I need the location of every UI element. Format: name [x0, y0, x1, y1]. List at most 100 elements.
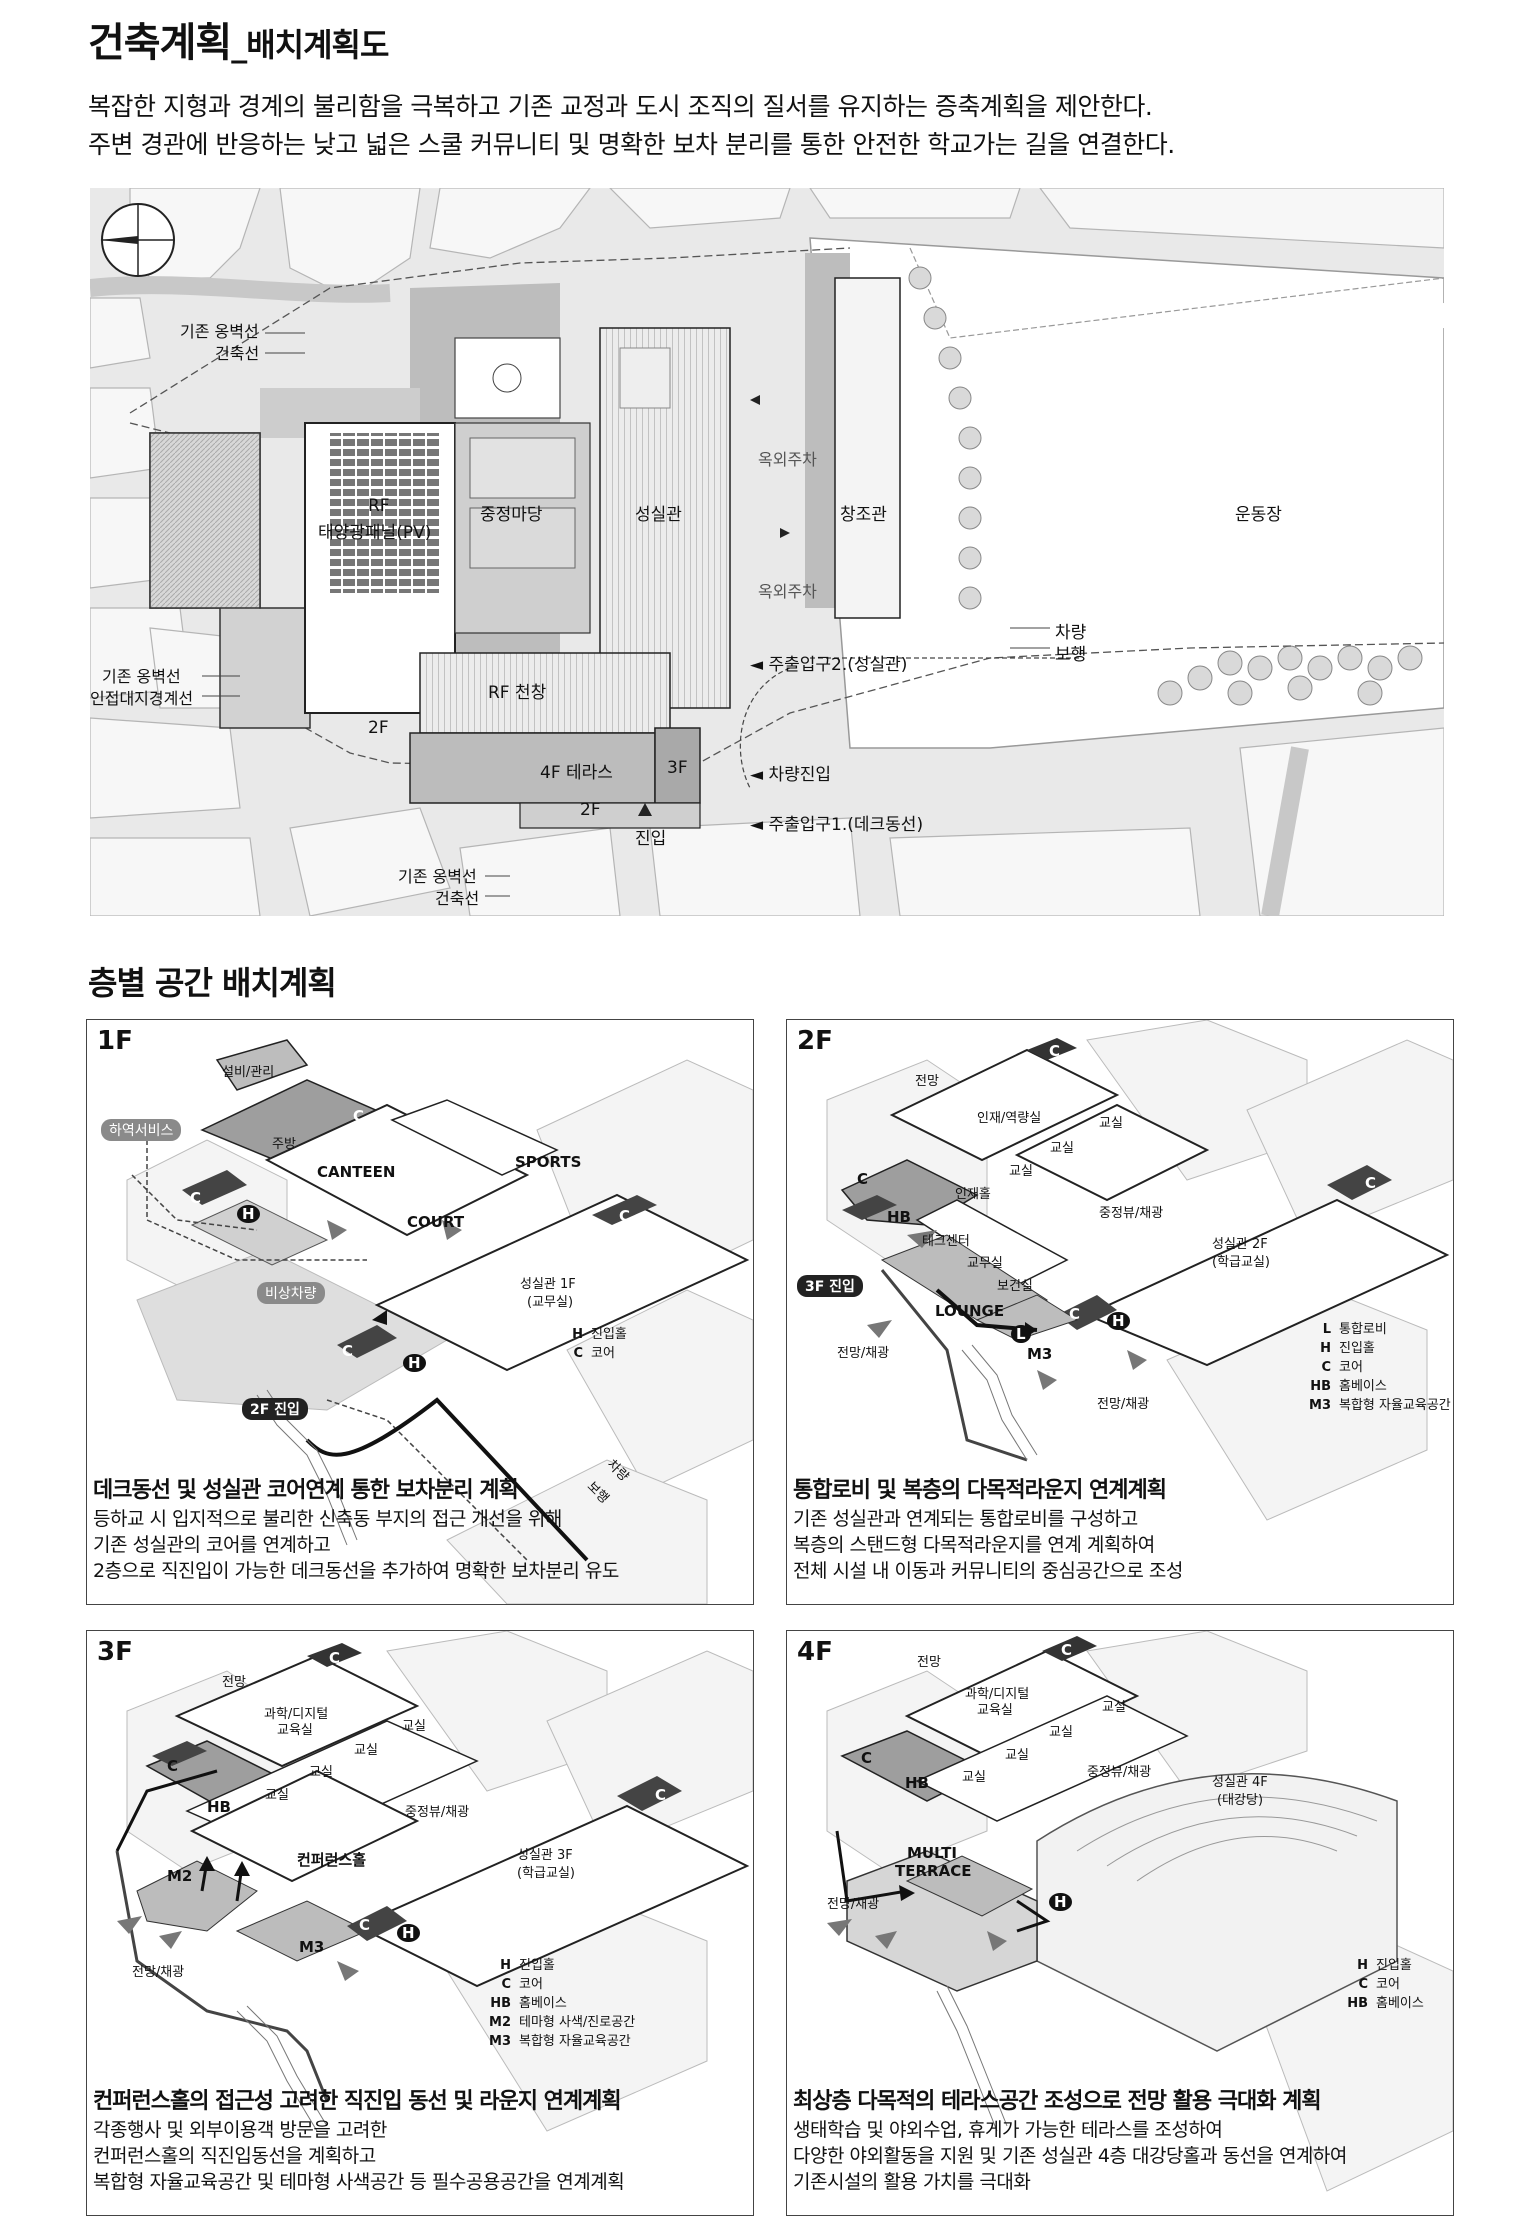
core-c1: C	[353, 1107, 365, 1125]
tag-building-4f: 성실관 4F	[1212, 1775, 1268, 1790]
tag-courtyard-view-3f: 중정뷰/채광	[405, 1805, 470, 1820]
section-title-floor-plan: 층별 공간 배치계획	[88, 964, 337, 1002]
core-c4: C	[619, 1207, 631, 1225]
legend-value: 복합형 자율교육공간	[1339, 1398, 1451, 1413]
tag-conference: 컨퍼런스홀	[297, 1851, 367, 1869]
legend-key: HB	[1310, 1379, 1331, 1394]
tag-classroom-4-4f: 교실	[962, 1770, 986, 1785]
legend-key: H	[572, 1327, 583, 1342]
tag-courtyard-view-2f: 중정뷰/채광	[1099, 1206, 1164, 1221]
tag-classroom-2-4f: 교실	[1049, 1725, 1073, 1740]
pill-loading-service: 하역서비스	[101, 1119, 182, 1141]
panel-desc-3f: 각종행사 및 외부이용객 방문을 고려한 컨퍼런스홀의 직진입동선을 계획하고 …	[93, 2117, 625, 2195]
tag-m3-2f: M3	[1027, 1345, 1053, 1363]
core-c2-3f: C	[167, 1757, 179, 1775]
page-title: 건축계획_배치계획도	[88, 10, 389, 68]
iso-drawing-4f	[826, 1631, 1453, 2192]
label-parking-2: 옥외주차	[758, 582, 817, 601]
panel-desc-1f: 등하교 시 입지적으로 불리한 신축동 부지의 접근 개선을 위해 기존 성실관…	[93, 1506, 619, 1584]
tag-tech-center: 테크센터	[922, 1234, 970, 1249]
floor-label-1f: 1F	[97, 1026, 133, 1056]
panel-title-1f: 데크동선 및 성실관 코어연계 통한 보차분리 계획	[93, 1478, 519, 1503]
label-changjo: 창조관	[840, 505, 887, 525]
legend-key: C	[501, 1977, 511, 1992]
tag-facility: 설비/관리	[222, 1065, 275, 1080]
tag-view1-4f: 전망	[917, 1655, 941, 1670]
tag-hb-3f: HB	[207, 1798, 231, 1816]
legend-value: 홈베이스	[1376, 1996, 1424, 2011]
legend-key: C	[573, 1346, 583, 1361]
label-2f-b: 2F	[580, 800, 601, 820]
core-c3-3f: C	[359, 1916, 371, 1934]
page-title-main: 건축계획	[88, 20, 232, 66]
panel-title-2f: 통합로비 및 복층의 다목적라운지 연계계획	[793, 1478, 1167, 1503]
panel-title-4f: 최상층 다목적의 테라스공간 조성으로 전망 활용 극대화 계획	[793, 2089, 1322, 2114]
tag-lounge: LOUNGE	[935, 1302, 1005, 1320]
label-wall-top-2: 건축선	[215, 344, 260, 363]
floor-label-3f: 3F	[97, 1637, 133, 1667]
core-c4-3f: C	[655, 1786, 667, 1804]
label-wall-top-1: 기존 옹벽선	[180, 322, 259, 341]
legend-key: L	[1322, 1322, 1331, 1337]
legend-value: 코어	[591, 1346, 615, 1361]
tag-classroom-3: 교실	[1009, 1164, 1033, 1179]
panel-1f: 1F 설비/관리 주방 CANTEEN SPORTS COURT 성실관 1F …	[86, 1019, 754, 1605]
label-wall-left-1: 기존 옹벽선	[102, 667, 181, 686]
desc-line: 생태학습 및 야외수업, 휴게가 가능한 테라스를 조성하여	[793, 2119, 1223, 2141]
legend-value: 진입홀	[519, 1958, 555, 1973]
legend-value: 테마형 사색/진로공간	[519, 2015, 636, 2030]
desc-line: 등하교 시 입지적으로 불리한 신축동 부지의 접근 개선을 위해	[93, 1508, 562, 1530]
tag-building-2f-sub: (학급교실)	[1212, 1255, 1270, 1270]
tag-classroom-4-3f: 교실	[265, 1788, 289, 1803]
desc-line: 2층으로 직진입이 가능한 데크동선을 추가하여 명확한 보차분리 유도	[93, 1560, 619, 1582]
core-c2-2f: C	[857, 1170, 869, 1188]
floor-label-2f: 2F	[797, 1026, 833, 1056]
intro-line-1: 복잡한 지형과 경계의 불리함을 극복하고 기존 교정과 도시 조직의 질서를 …	[88, 92, 1153, 121]
tag-view1-3f: 전망	[222, 1675, 246, 1690]
label-main-entrance-2: ◄ 주출입구2.(성실관)	[750, 655, 908, 675]
label-3f: 3F	[667, 758, 688, 778]
label-entry: 진입	[635, 829, 667, 849]
tag-hb-4f: HB	[905, 1774, 929, 1792]
tag-view2-4f: 전망/채광	[827, 1897, 880, 1912]
desc-line: 전체 시설 내 이동과 커뮤니티의 중심공간으로 조성	[793, 1560, 1183, 1582]
tag-classroom-2-3f: 교실	[354, 1743, 378, 1758]
intro-line-2: 주변 경관에 반응하는 낮고 넓은 스쿨 커뮤니티 및 명확한 보차 분리를 통…	[88, 130, 1175, 159]
tag-view2-2f: 전망/채광	[837, 1346, 890, 1361]
hall-h1: H	[237, 1205, 260, 1223]
tag-classroom-3-3f: 교실	[309, 1765, 333, 1780]
core-c1-4f: C	[1061, 1641, 1073, 1659]
label-rf: RF	[368, 496, 390, 516]
pill-2f-entry: 2F 진입	[242, 1398, 308, 1420]
tag-science-4f: 과학/디지털	[965, 1687, 1030, 1702]
tag-building-1f-sub: (교무실)	[527, 1295, 574, 1310]
legend-key: M3	[489, 2034, 511, 2049]
hall-h2: H	[403, 1354, 426, 1372]
panel-desc-2f: 기존 성실관과 연계되는 통합로비를 구성하고 복층의 스탠드형 다목적라운지를…	[793, 1506, 1183, 1584]
panel-desc-4f: 생태학습 및 야외수업, 휴게가 가능한 테라스를 조성하여 다양한 야외활동을…	[793, 2117, 1347, 2195]
core-c4-2f: C	[1365, 1174, 1377, 1192]
core-c2-4f: C	[861, 1749, 873, 1767]
legend-value: 코어	[519, 1977, 543, 1992]
desc-line: 기존시설의 활용 가치를 극대화	[793, 2171, 1031, 2193]
tag-classroom-1-3f: 교실	[402, 1719, 426, 1734]
core-c1-3f: C	[329, 1649, 341, 1667]
label-4f-terrace: 4F 테라스	[540, 763, 613, 783]
legend-value: 진입홀	[1376, 1958, 1412, 1973]
label-main-entrance-1: ◄ 주출입구1.(데크동선)	[750, 815, 924, 835]
desc-line: 다양한 야외활동을 지원 및 기존 성실관 4층 대강당홀과 동선을 연계하여	[793, 2145, 1347, 2167]
label-courtyard: 중정마당	[480, 505, 543, 525]
label-wall-bottom-2: 건축선	[435, 889, 480, 908]
core-c1-2f: C	[1049, 1042, 1061, 1060]
legend-value: 코어	[1376, 1977, 1400, 1992]
label-wall-left-2: 인접대지경계선	[90, 689, 194, 708]
label-2f-a: 2F	[368, 718, 389, 738]
pill-3f-entry: 3F 진입	[797, 1275, 863, 1297]
core-c2: C	[190, 1189, 202, 1207]
tag-building-1f: 성실관 1F	[520, 1277, 576, 1292]
label-legend-walk: 보행	[1055, 645, 1087, 665]
legend-key: M2	[489, 2015, 511, 2030]
panel-title-3f: 컨퍼런스홀의 접근성 고려한 직진입 동선 및 라운지 연계계획	[93, 2089, 622, 2114]
